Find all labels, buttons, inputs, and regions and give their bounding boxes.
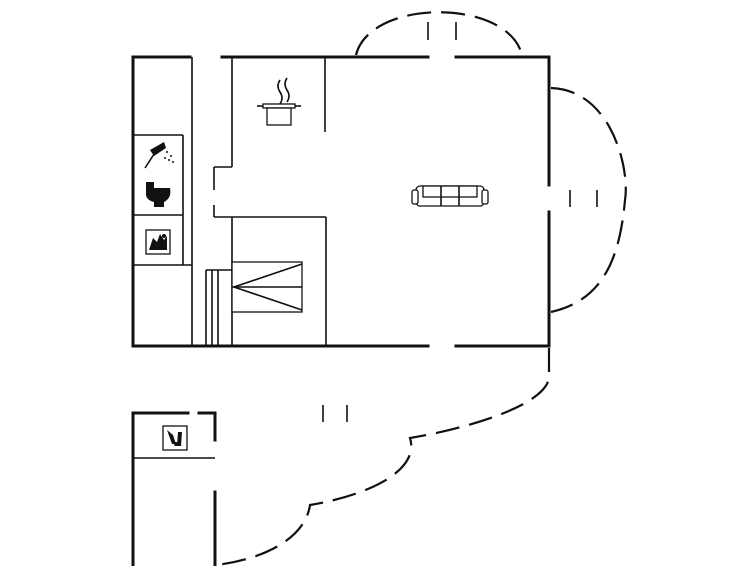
shower-icon (144, 142, 174, 169)
stairs (205, 269, 232, 346)
terrace-tick-marks (322, 22, 598, 422)
terrace-east (550, 86, 627, 314)
double-bed-icon (231, 261, 303, 313)
washing-machine-icon (145, 229, 171, 255)
sofa-icon (411, 185, 489, 207)
annex-washing-machine-icon (162, 425, 188, 451)
main-house-walls (131, 55, 551, 348)
interior-walls (133, 57, 327, 346)
cooking-pot-icon (257, 77, 301, 126)
terrace-north (354, 11, 524, 56)
toilet-icon (146, 182, 171, 207)
annex-walls (131, 411, 217, 566)
terrace-south (215, 348, 551, 566)
